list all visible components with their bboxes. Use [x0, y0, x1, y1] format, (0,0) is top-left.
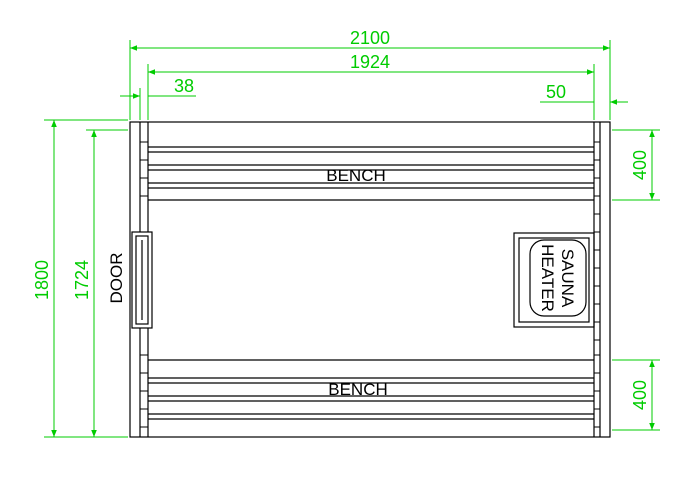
heater-label-line1: SAUNA	[558, 249, 577, 308]
bottom-bench	[148, 359, 594, 420]
bottom-bench-label: BENCH	[328, 380, 388, 399]
top-bench-label: BENCH	[326, 166, 386, 185]
dim-2100-label: 2100	[350, 28, 390, 48]
room-outline	[129, 121, 611, 438]
dim-400-bottom-label: 400	[630, 380, 650, 410]
dim-400-top-label: 400	[630, 150, 650, 180]
heater-label-line2: HEATER	[538, 244, 557, 312]
sauna-heater	[513, 232, 595, 328]
wall-ticks	[140, 141, 600, 428]
door-label: DOOR	[107, 253, 126, 304]
top-bench	[148, 146, 594, 201]
dim-1924-label: 1924	[350, 52, 390, 72]
dim-38-label: 38	[174, 76, 194, 96]
door	[131, 231, 153, 329]
dim-50-label: 50	[546, 82, 566, 102]
dim-1800-label: 1800	[32, 260, 52, 300]
dim-1724-label: 1724	[72, 260, 92, 300]
